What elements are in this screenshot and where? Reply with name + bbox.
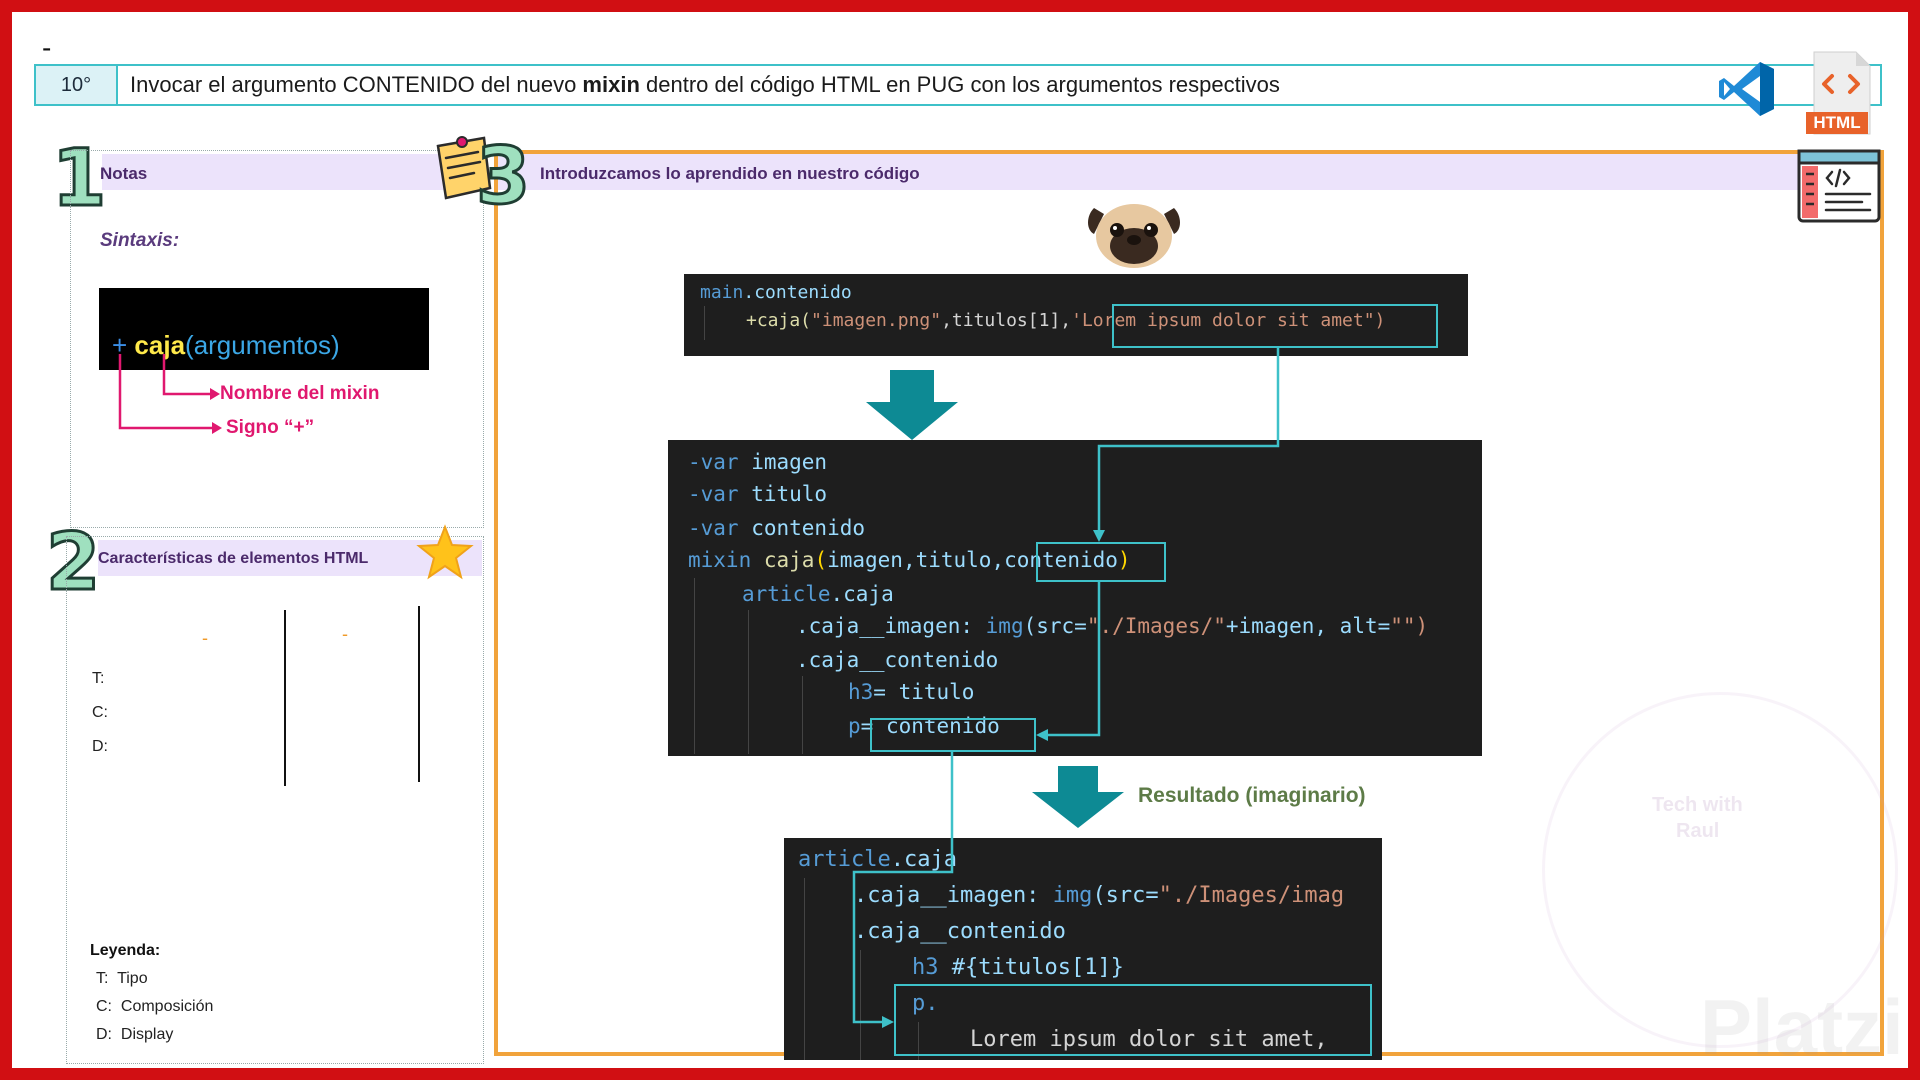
slide-canvas: - 10° Invocar el argumento CONTENIDO del… (12, 12, 1908, 1068)
code-line-contenido-result: .caja__contenido (854, 919, 1066, 944)
html-badge: HTML (1806, 112, 1868, 134)
html-file-icon: HTML (1806, 50, 1874, 136)
code-line-h3: h3= titulo (848, 680, 975, 704)
indent-guide (860, 950, 861, 1060)
column-dash-2: - (342, 624, 348, 644)
code-line-var-titulo: -var titulo (688, 482, 828, 506)
code-band (498, 154, 1880, 190)
code-block-result: article.caja .caja__imagen: img(src="./I… (784, 838, 1382, 1060)
vscode-icon (1719, 62, 1774, 116)
legend-title: Leyenda: (90, 942, 161, 959)
notes-band (102, 154, 482, 190)
highlight-contenido-param (1036, 542, 1166, 582)
notes-panel (70, 150, 484, 528)
code-line-mixin: mixin caja(imagen,titulo,contenido) (688, 548, 1131, 572)
header-bar: 10° Invocar el argumento CONTENIDO del n… (34, 64, 1882, 106)
watermark-sub-1: Tech with (1652, 794, 1743, 816)
connector-lines (852, 348, 1280, 1028)
syntax-arrows (118, 354, 222, 434)
code-line-call: +caja("imagen.png",titulos[1],'Lorem ips… (746, 310, 1386, 331)
code-line-article-result: article.caja (798, 847, 957, 872)
indent-guide (802, 676, 803, 754)
row-label-type: T: (92, 670, 105, 687)
legend-item-display: D: Display (96, 1026, 174, 1043)
watermark-circle (1542, 692, 1898, 1048)
syntax-label: Sintaxis: (100, 230, 180, 251)
code-line-p-result: p. (912, 991, 939, 1016)
result-label: Resultado (imaginario) (1138, 784, 1366, 807)
code-line-var-contenido: -var contenido (688, 516, 866, 540)
indent-guide (804, 878, 805, 1060)
pug-face-icon (1088, 204, 1180, 268)
down-arrow-result-icon (1032, 766, 1124, 828)
highlight-p-contenido (870, 718, 1036, 752)
code-line-contenido-class: .caja__contenido (796, 648, 999, 672)
characteristics-title: Características de elementos HTML (98, 550, 369, 567)
highlight-p-result (894, 984, 1372, 1056)
characteristics-panel (66, 536, 484, 1064)
watermark-brand: Platzi (1700, 983, 1904, 1068)
notes-title: Notas (100, 164, 148, 183)
code-line-main: main.contenido (700, 282, 852, 303)
watermark-sub-2: Raul (1676, 820, 1720, 842)
row-label-display: D: (92, 738, 108, 755)
annotation-plus-sign: Signo “+” (226, 417, 315, 438)
code-line-imagen-result: .caja__imagen: img(src="./Images/imag (854, 883, 1345, 908)
code-line-lorem-result: Lorem ipsum dolor sit amet, (970, 1027, 1328, 1052)
syntax-code-box (99, 288, 429, 370)
top-dash: - (42, 32, 52, 63)
indent-guide (694, 578, 695, 754)
column-divider-1 (284, 610, 286, 786)
step-title: Invocar el argumento CONTENIDO del nuevo… (130, 72, 1280, 97)
code-line-article: article.caja (742, 582, 894, 606)
syntax-code: + caja(argumentos) (112, 330, 340, 360)
indent-guide (918, 1022, 919, 1060)
section-number-1: 1 (50, 134, 107, 224)
code-block-mixin: -var imagen -var titulo -var contenido m… (668, 440, 1482, 756)
legend-item-composition: C: Composición (96, 998, 214, 1015)
sticky-note-icon (436, 136, 492, 200)
legend-item-type: T: Tipo (96, 970, 148, 987)
star-icon (416, 524, 474, 580)
highlight-third-argument (1112, 304, 1438, 348)
down-arrow-icon (866, 370, 958, 440)
indent-guide (704, 306, 705, 340)
annotation-mixin-name: Nombre del mixin (220, 383, 380, 404)
code-line-var-imagen: -var imagen (688, 450, 828, 474)
code-block-invocation: main.contenido +caja("imagen.png",titulo… (684, 274, 1468, 356)
indent-guide (748, 610, 749, 754)
column-dash-1: - (202, 628, 208, 648)
code-window-icon (1797, 149, 1881, 223)
code-title: Introduzcamos lo aprendido en nuestro có… (540, 164, 920, 183)
code-line-h3-result: h3 #{titulos[1]} (912, 955, 1124, 980)
code-line-imagen: .caja__imagen: img(src="./Images/"+image… (796, 614, 1429, 638)
section-number-3: 3 (474, 132, 531, 222)
column-divider-2 (418, 606, 420, 782)
step-number: 10° (36, 66, 118, 104)
row-label-composition: C: (92, 704, 108, 721)
